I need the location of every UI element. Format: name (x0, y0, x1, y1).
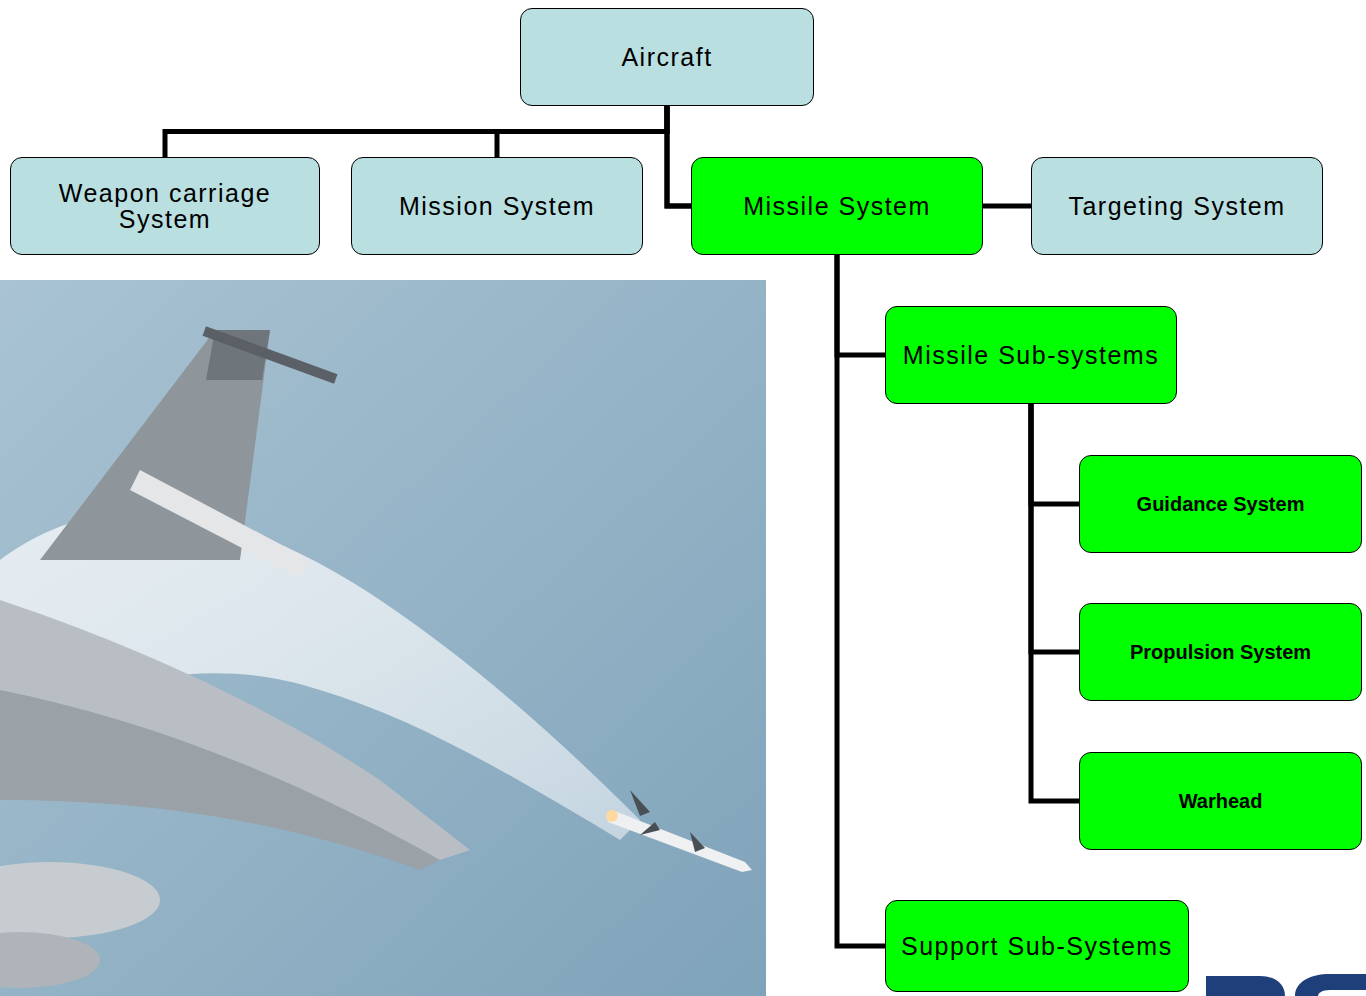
node-label: Weapon carriage System (11, 180, 319, 233)
node-label: Aircraft (615, 44, 718, 70)
system-box: Mission System (351, 157, 643, 255)
tree-connector (837, 255, 885, 355)
component-box: Propulsion System (1079, 603, 1362, 701)
tree-connector (1031, 404, 1079, 801)
tree-connector (497, 106, 667, 157)
node-label: Mission System (393, 193, 601, 219)
root-box: Aircraft (520, 8, 814, 106)
tree-connector (837, 255, 885, 946)
tree-connector (667, 106, 691, 206)
system-box: Weapon carriage System (10, 157, 320, 255)
subsystem-box: Support Sub-Systems (885, 900, 1189, 992)
node-label: Missile System (737, 193, 937, 219)
node-label: Targeting System (1062, 193, 1291, 219)
tree-connector (1031, 404, 1079, 652)
node-label: Guidance System (1131, 494, 1311, 515)
subsystem-box: Missile Sub-systems (885, 306, 1177, 404)
node-label: Warhead (1173, 791, 1269, 812)
tree-connector (165, 106, 667, 157)
highlighted-system-box: Missile System (691, 157, 983, 255)
component-box: Warhead (1079, 752, 1362, 850)
node-label: Missile Sub-systems (897, 342, 1165, 368)
tree-connector (1031, 404, 1079, 504)
component-box: Guidance System (1079, 455, 1362, 553)
node-label: Support Sub-Systems (895, 933, 1179, 959)
system-box: Targeting System (1031, 157, 1323, 255)
node-label: Propulsion System (1124, 642, 1317, 663)
